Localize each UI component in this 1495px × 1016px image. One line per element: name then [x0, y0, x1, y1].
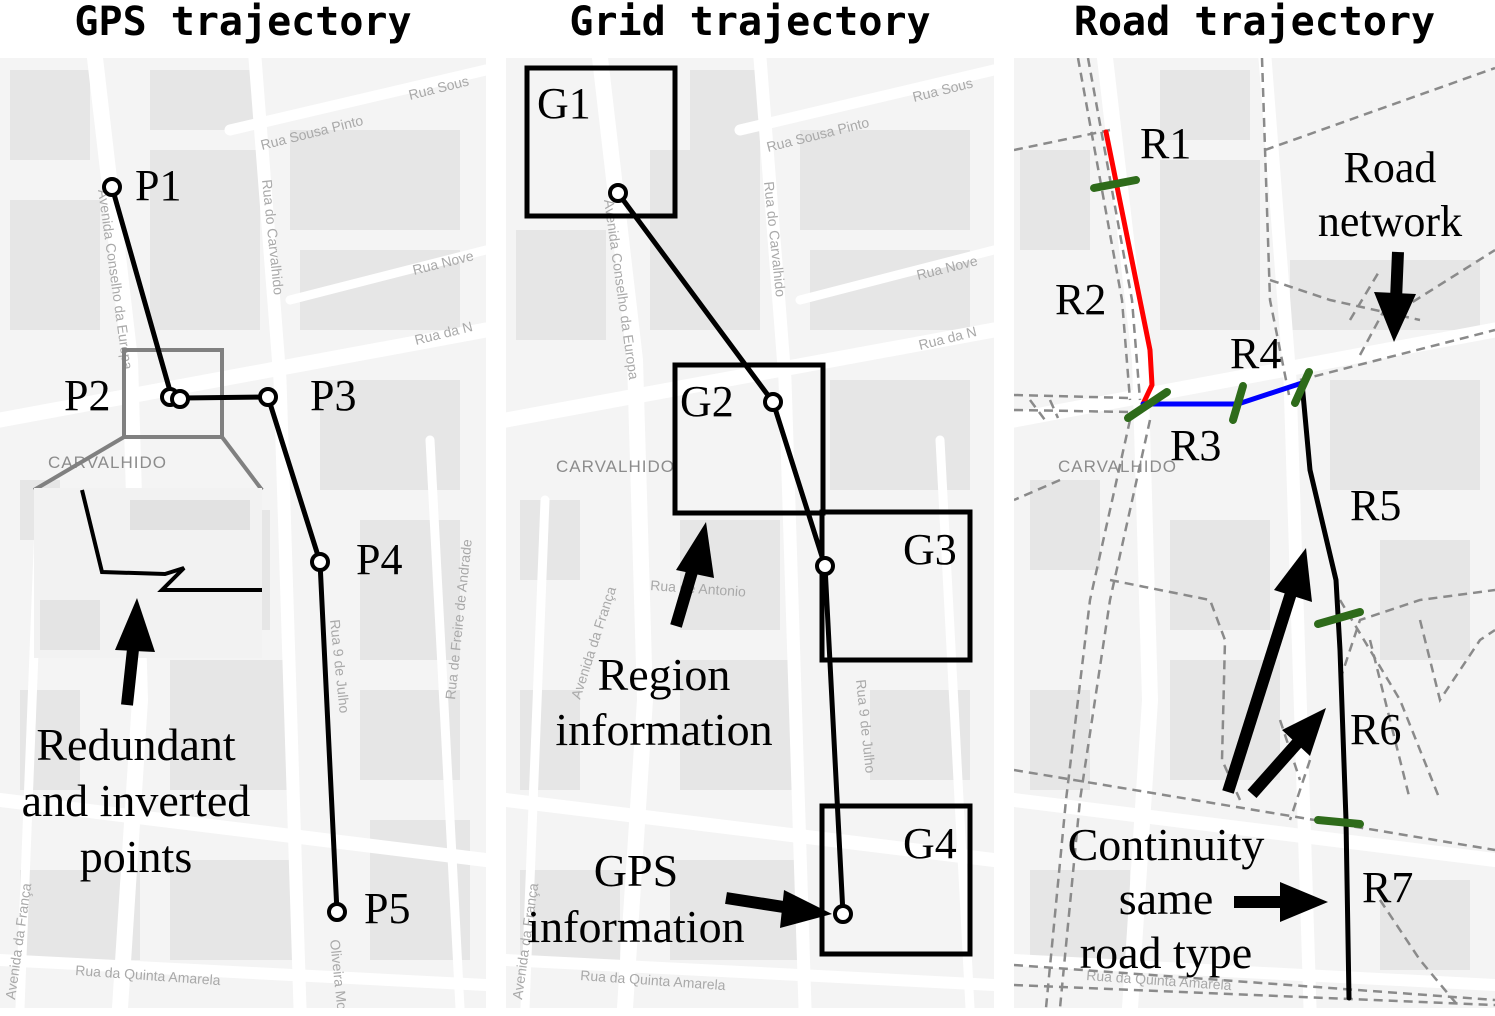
road-label-r6: R6 — [1350, 705, 1401, 754]
gps-point-p5 — [327, 902, 347, 922]
street-label: Rua do Carvalhido — [761, 181, 789, 298]
grid-label-g4: G4 — [903, 819, 957, 868]
street-label: Avenida Conselho da Europa — [601, 198, 642, 381]
gps-info-annotation: GPS information — [527, 845, 832, 952]
street-label: Oliveira Mon — [327, 939, 351, 1008]
arrow-up-icon — [676, 522, 714, 578]
gps-panel-title: GPS trajectory — [74, 0, 412, 45]
redundant-points-annotation: Redundant and inverted points — [22, 598, 251, 882]
grid-cell-g1 — [524, 65, 678, 219]
road-map: CARVALHIDO Rua da Quinta Amarela — [1014, 58, 1495, 1008]
annotation-line: points — [80, 831, 192, 882]
gps-label-p1: P1 — [135, 161, 181, 210]
road-panel-title: Road trajectory — [1073, 0, 1436, 45]
road-network — [1014, 58, 1495, 1008]
zoom-frame — [32, 348, 264, 658]
road-label-r3: R3 — [1170, 421, 1221, 470]
street-network — [506, 58, 994, 1008]
grid-cell-g4 — [819, 803, 973, 957]
arrow-up-icon — [1274, 548, 1312, 602]
annotation-line: information — [527, 901, 744, 952]
grid-cells — [524, 65, 973, 957]
district-label: CARVALHIDO — [1058, 457, 1177, 476]
segment-separators — [1090, 176, 1364, 828]
grid-panel: Rua Sousa Pinto Rua Sous Rua do Carvalhi… — [506, 58, 994, 1008]
street-label: Avenida Conselho da Europa — [95, 188, 136, 371]
gps-label-p4: P4 — [356, 535, 402, 584]
district-label: CARVALHIDO — [556, 457, 675, 476]
road-label-r4: R4 — [1230, 329, 1281, 378]
street-network — [1014, 58, 1495, 1008]
gps-label-p2: P2 — [64, 371, 110, 420]
grid-map: Rua Sousa Pinto Rua Sous Rua do Carvalhi… — [506, 58, 994, 1008]
arrow-down-icon — [1374, 292, 1416, 342]
annotation-line: GPS — [594, 845, 678, 896]
annotation-line: Redundant — [36, 719, 236, 770]
road-label-r5: R5 — [1350, 481, 1401, 530]
gps-label-p3: P3 — [310, 371, 356, 420]
district-label: CARVALHIDO — [48, 453, 167, 472]
gps-map: Rua Sousa Pinto Rua Sous Rua do Carvalhi… — [0, 58, 486, 1008]
annotation-line: Region — [598, 649, 731, 700]
annotation-line: same — [1119, 873, 1214, 924]
grid-label-g2: G2 — [680, 377, 734, 426]
road-segment-r2 — [1103, 129, 1155, 407]
building-blocks — [1020, 70, 1480, 970]
gps-point-p1 — [102, 177, 122, 197]
grid-panel-title: Grid trajectory — [569, 0, 931, 45]
arrow-right-icon — [780, 890, 832, 928]
grid-cell-g2 — [672, 362, 826, 516]
gps-panel: Rua Sousa Pinto Rua Sous Rua do Carvalhi… — [0, 58, 486, 1008]
annotation-line: network — [1318, 197, 1462, 246]
grid-trajectory — [608, 183, 853, 924]
annotation-line: road type — [1080, 927, 1252, 978]
gps-point-p2-duplicate — [170, 389, 190, 409]
continuity-annotation: Continuity same road type — [1068, 548, 1328, 978]
road-label-r1: R1 — [1140, 119, 1191, 168]
gps-label-p5: P5 — [364, 884, 410, 933]
gps-point-p3 — [258, 387, 278, 407]
annotation-line: Road — [1344, 143, 1437, 192]
road-network-annotation: Road network — [1318, 143, 1462, 342]
annotation-line: Continuity — [1068, 819, 1265, 870]
road-label-r7: R7 — [1362, 863, 1413, 912]
grid-cell-g3 — [819, 509, 973, 663]
grid-label-g1: G1 — [537, 79, 591, 128]
road-label-r2: R2 — [1055, 275, 1106, 324]
street-label: Rua de Antonio — [650, 577, 747, 600]
road-panel: CARVALHIDO Rua da Quinta Amarela — [1014, 58, 1495, 1008]
arrow-up-icon — [115, 598, 155, 652]
grid-label-g3: G3 — [903, 525, 957, 574]
arrow-up-right-icon — [1282, 708, 1326, 756]
road-segment-r4 — [1235, 380, 1305, 407]
arrow-right-icon — [1280, 882, 1328, 922]
gps-trajectory: P1 P2 P3 P4 P5 — [64, 161, 410, 933]
annotation-line: information — [555, 704, 772, 755]
street-label: Rua 9 de Julho — [327, 619, 353, 715]
annotation-line: and inverted — [22, 775, 251, 826]
region-annotation: Region information — [555, 522, 773, 755]
gps-point-p4 — [310, 552, 330, 572]
